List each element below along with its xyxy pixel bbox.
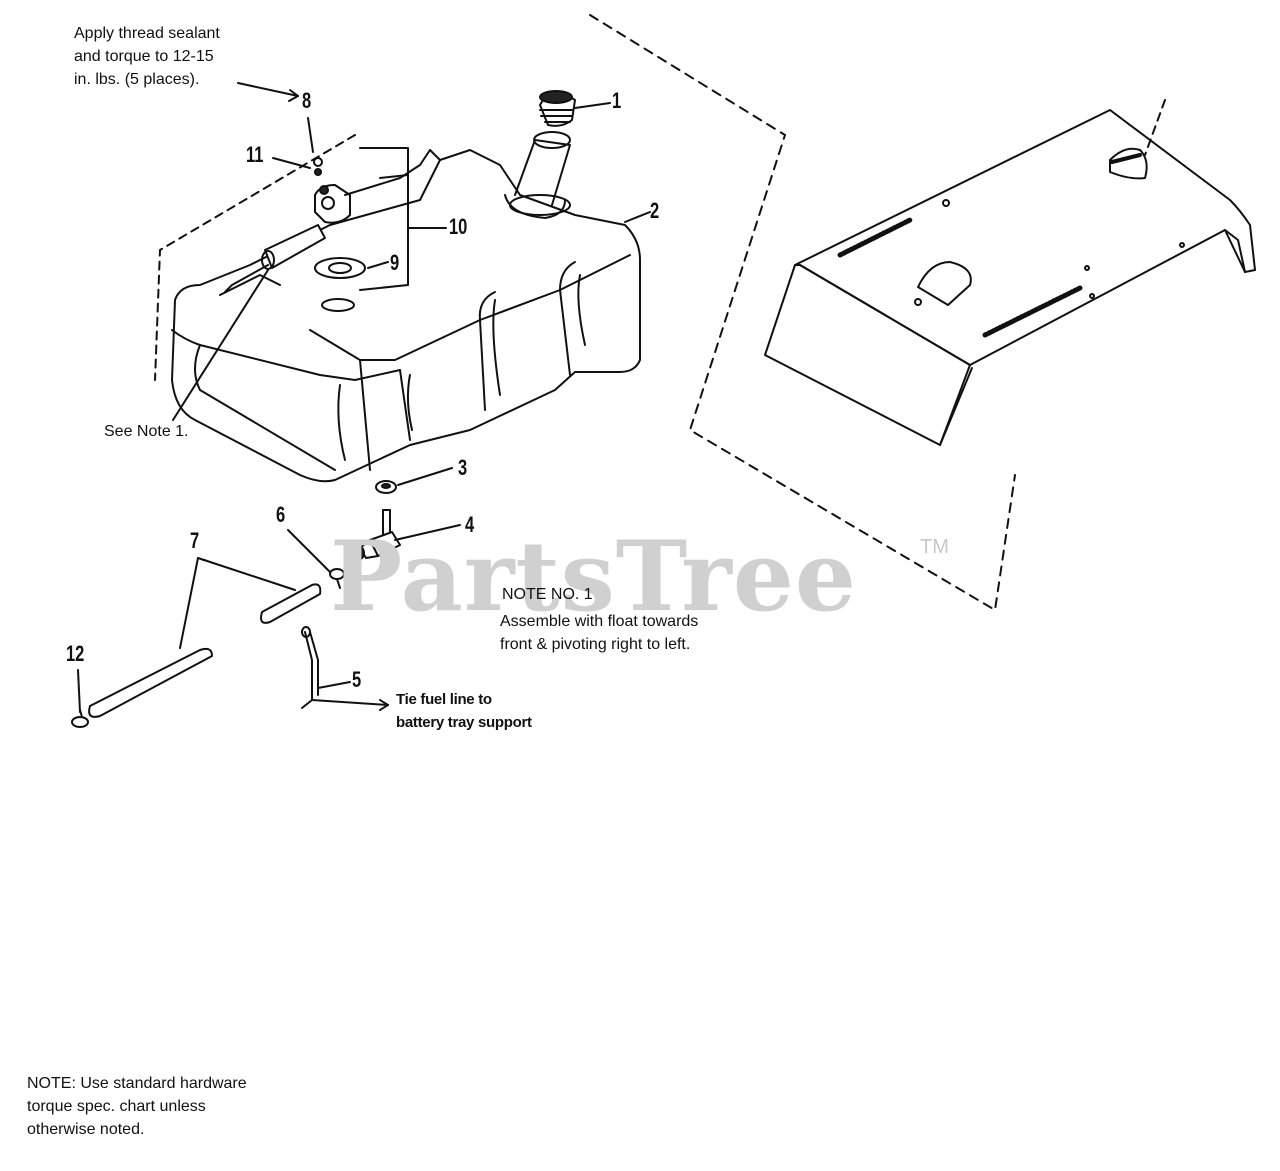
nut: [375, 480, 397, 494]
leader-lines: [77, 82, 651, 713]
sender-assembly: [224, 149, 441, 293]
callout-5: 5: [352, 667, 362, 692]
note-apply-sealant: Apply thread sealant and torque to 12-15…: [74, 25, 220, 88]
callout-8: 8: [302, 88, 312, 113]
callout-11: 11: [246, 142, 264, 167]
callout-10: 10: [449, 214, 468, 239]
tank-ring: [321, 298, 355, 312]
hood: [764, 109, 1256, 446]
long-hose: [88, 647, 213, 718]
dashed-frame: [589, 14, 1016, 611]
note-see-note-1: See Note 1.: [104, 423, 189, 440]
clamp: [329, 568, 345, 589]
note-standard-hardware: NOTE: Use standard hardware torque spec.…: [27, 1075, 247, 1138]
note-1-body: Assemble with float towards front & pivo…: [500, 613, 699, 653]
callout-3: 3: [458, 455, 468, 480]
callout-1: 1: [612, 88, 622, 113]
cable-tie: [301, 626, 319, 709]
fuel-tank: [171, 149, 641, 483]
note-1-title: NOTE NO. 1: [502, 586, 593, 603]
screw: [313, 157, 323, 176]
fitting: [355, 509, 401, 560]
callout-9: 9: [390, 250, 400, 275]
short-hose: [260, 583, 322, 624]
fuel-cap: [539, 90, 576, 127]
watermark-tm: TM: [920, 536, 949, 558]
dashed-lead-right: [1144, 99, 1166, 156]
callout-7: 7: [190, 528, 200, 553]
watermark: PartsTree: [330, 520, 857, 633]
callout-4: 4: [465, 512, 475, 537]
filler-neck: [509, 131, 571, 216]
dashed-rear: [154, 134, 356, 381]
callout-6: 6: [276, 502, 286, 527]
note-tie-fuel-line: Tie fuel line to battery tray support: [396, 691, 532, 731]
gasket: [314, 257, 366, 279]
callout-12: 12: [66, 641, 85, 666]
callout-2: 2: [650, 198, 660, 223]
